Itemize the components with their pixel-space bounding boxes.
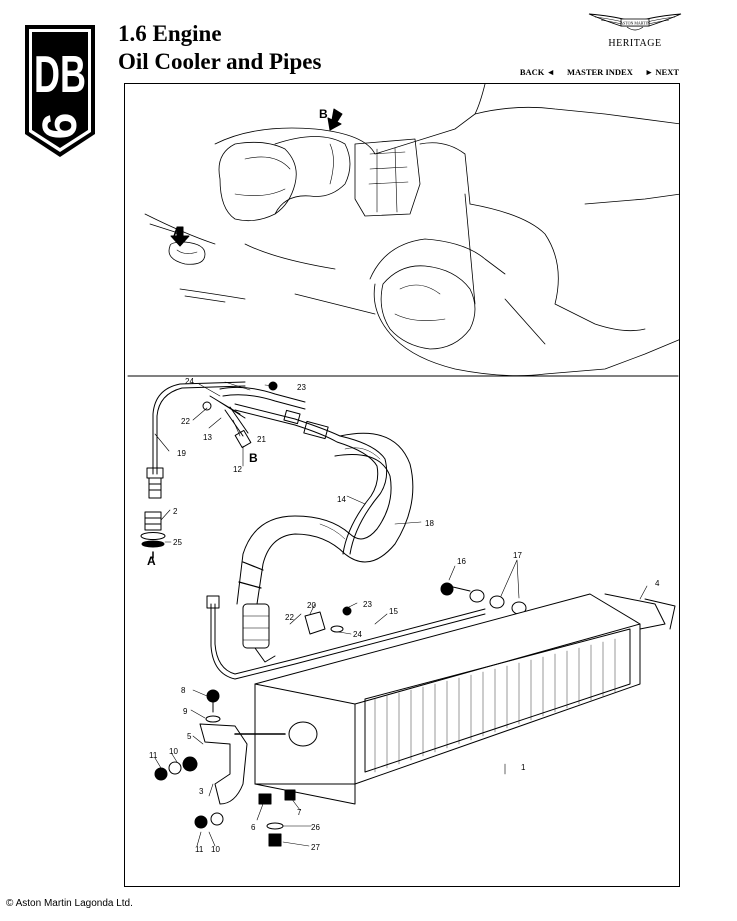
aston-martin-heritage-logo: ASTON MARTIN HERITAGE	[585, 10, 685, 60]
clip-20	[304, 606, 352, 635]
arrow-b-upper	[327, 108, 343, 131]
callout-9: 9	[183, 707, 188, 716]
label-a-upper: A	[173, 225, 182, 239]
engine-inset	[144, 84, 679, 377]
callout-5: 5	[187, 732, 192, 741]
bolt-8	[205, 689, 221, 723]
callout-19: 19	[177, 449, 186, 458]
wings-icon: ASTON MARTIN	[588, 13, 682, 31]
callout-8: 8	[181, 686, 186, 695]
callout-1: 1	[521, 763, 526, 772]
callout-4: 4	[655, 579, 660, 588]
callout-23-b: 23	[363, 600, 372, 609]
callout-23-a: 23	[297, 383, 306, 392]
callout-3: 3	[199, 787, 204, 796]
label-a-lower: A	[147, 554, 156, 568]
callout-20: 20	[307, 601, 316, 610]
callout-21: 21	[257, 435, 266, 444]
callout-24-a: 24	[185, 377, 194, 386]
callout-11-a: 11	[149, 751, 158, 760]
callout-16: 16	[457, 557, 466, 566]
master-index-link[interactable]: MASTER INDEX	[566, 67, 633, 77]
callout-10-a: 10	[169, 747, 178, 756]
callout-24-b: 24	[353, 630, 362, 639]
callout-labels: 24 23 22 13 21 19 12 14 18 2 25 16 17 4 …	[149, 377, 660, 854]
logo-6: 6	[34, 113, 87, 140]
callout-12: 12	[233, 465, 242, 474]
callout-11-b: 11	[195, 845, 204, 854]
leader-lines	[154, 381, 648, 847]
callout-10-b: 10	[211, 845, 220, 854]
callout-14: 14	[337, 495, 346, 504]
oil-cooler-1	[254, 593, 676, 805]
brand-logo-text: ASTON MARTIN	[620, 21, 650, 26]
diagram-frame: A B A B	[124, 83, 680, 887]
hose-end-22	[242, 603, 276, 663]
arrow-a-upper	[170, 226, 190, 247]
back-link[interactable]: BACK ◄	[519, 67, 555, 77]
callout-15: 15	[389, 607, 398, 616]
logo-db: DB	[34, 46, 86, 104]
callout-26: 26	[311, 823, 320, 832]
copyright-notice: © Aston Martin Lagonda Ltd.	[6, 898, 133, 909]
callout-7: 7	[297, 808, 302, 817]
oil-cooler-diagram: A B A B	[127, 84, 679, 854]
callout-2: 2	[173, 507, 178, 516]
heritage-label: HERITAGE	[608, 38, 662, 49]
pipe-15	[206, 595, 486, 680]
next-link[interactable]: ► NEXT	[644, 67, 679, 77]
union-2	[140, 511, 166, 548]
callout-22-b: 22	[285, 613, 294, 622]
label-b-upper: B	[319, 107, 328, 121]
callout-25: 25	[173, 538, 182, 547]
page-title: 1.6 Engine Oil Cooler and Pipes	[118, 20, 321, 76]
db6-logo: DB 6	[25, 25, 95, 157]
callout-18: 18	[425, 519, 434, 528]
label-b-lower: B	[249, 451, 258, 465]
drain-fittings	[258, 789, 296, 847]
callout-27: 27	[311, 843, 320, 852]
hose-18	[236, 432, 414, 605]
callout-22-a: 22	[181, 417, 190, 426]
page-title-line2: Oil Cooler and Pipes	[118, 49, 322, 74]
page-title-line1: 1.6 Engine	[118, 21, 222, 46]
pipe-14	[234, 403, 388, 555]
pipe-19	[146, 381, 246, 499]
callout-17: 17	[513, 551, 522, 560]
callout-13: 13	[203, 433, 212, 442]
callout-6: 6	[251, 823, 256, 832]
page-navigation: BACK ◄ MASTER INDEX ► NEXT	[520, 67, 679, 77]
